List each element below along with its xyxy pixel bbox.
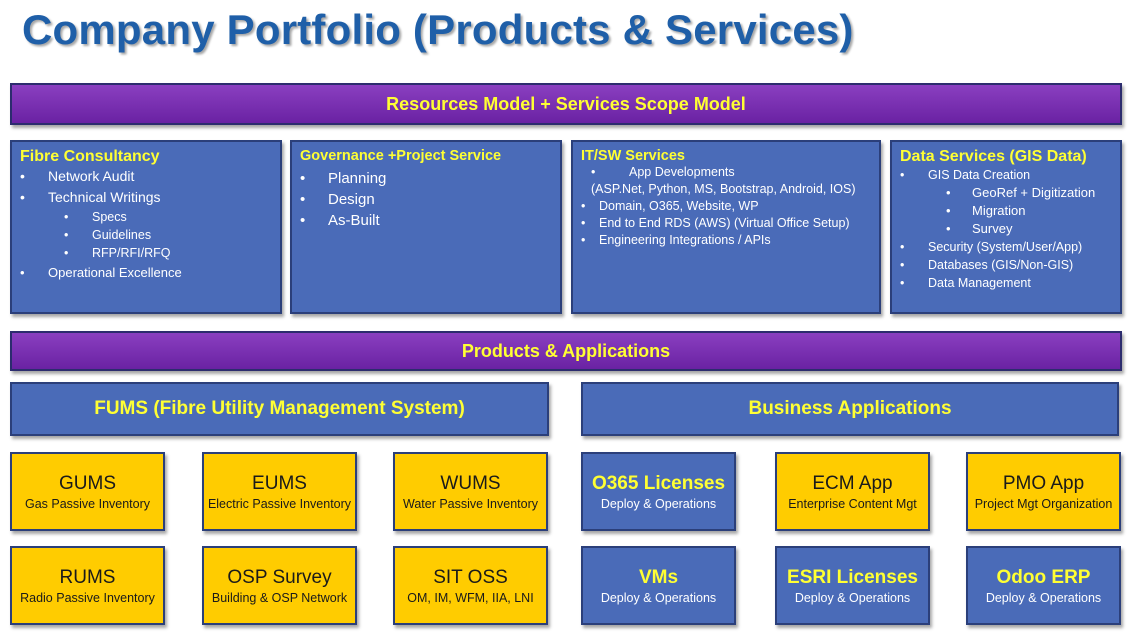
list-item: GeoRef + Digitization [900,184,1112,202]
tile-subtitle: Deploy & Operations [794,590,911,605]
governance-list: Planning Design As-Built [300,168,552,231]
o365-licenses-tile: O365 Licenses Deploy & Operations [581,452,736,531]
tile-subtitle: Gas Passive Inventory [24,496,151,511]
resources-scope-banner-label: Resources Model + Services Scope Model [386,93,746,114]
list-item: Guidelines [20,226,272,244]
pmo-app-tile: PMO App Project Mgt Organization [966,452,1121,531]
fums-header: FUMS (Fibre Utility Management System) [10,382,549,436]
list-item: Network Audit [20,166,272,187]
list-item: As-Built [300,210,552,231]
list-item: Security (System/User/App) [900,238,1112,256]
tile-subtitle: OM, IM, WFM, IIA, LNI [407,590,534,605]
fums-header-label: FUMS (Fibre Utility Management System) [94,398,465,419]
rums-tile: RUMS Radio Passive Inventory [10,546,165,625]
list-item: Specs [20,208,272,226]
tile-subtitle: Deploy & Operations [600,496,717,511]
tile-name: PMO App [1002,472,1085,494]
products-applications-banner-label: Products & Applications [461,340,671,361]
tile-name: EUMS [252,472,307,494]
tile-subtitle: Electric Passive Inventory [207,496,352,511]
tile-name: OSP Survey [227,566,332,588]
products-applications-banner: Products & Applications [10,331,1122,371]
list-item: Planning [300,168,552,189]
list-item: RFP/RFI/RFQ [20,244,272,262]
list-item: App Developments [581,164,871,181]
itsw-services-list-more: Domain, O365, Website, WP End to End RDS… [581,198,871,249]
list-item: Migration [900,202,1112,220]
tile-subtitle: Building & OSP Network [211,590,348,605]
tile-subtitle: Deploy & Operations [600,590,717,605]
tile-name: ECM App [812,472,893,494]
esri-licenses-tile: ESRI Licenses Deploy & Operations [775,546,930,625]
itsw-services-box: IT/SW Services App Developments (ASP.Net… [571,140,881,314]
tile-subtitle: Project Mgt Organization [974,496,1113,511]
list-item: Technical Writings [20,187,272,208]
wums-tile: WUMS Water Passive Inventory [393,452,548,531]
tile-name: VMs [638,566,679,588]
odoo-erp-tile: Odoo ERP Deploy & Operations [966,546,1121,625]
page-title: Company Portfolio (Products & Services) [22,6,854,53]
tile-subtitle: Radio Passive Inventory [20,590,155,605]
business-applications-header-label: Business Applications [748,398,952,419]
sit-oss-tile: SIT OSS OM, IM, WFM, IIA, LNI [393,546,548,625]
osp-survey-tile: OSP Survey Building & OSP Network [202,546,357,625]
eums-tile: EUMS Electric Passive Inventory [202,452,357,531]
governance-title: Governance +Project Service [300,148,502,164]
list-item: Engineering Integrations / APIs [581,232,871,249]
app-dev-note: (ASP.Net, Python, MS, Bootstrap, Android… [591,182,856,196]
governance-box: Governance +Project Service Planning Des… [290,140,562,314]
list-item: Design [300,189,552,210]
data-services-list: GIS Data Creation GeoRef + Digitization … [900,166,1112,292]
tile-subtitle: Water Passive Inventory [402,496,538,511]
data-services-title: Data Services (GIS Data) [900,148,1087,165]
tile-name: WUMS [440,472,501,494]
tile-name: GUMS [59,472,116,494]
tile-subtitle: Deploy & Operations [985,590,1102,605]
tile-name: RUMS [59,566,116,588]
list-item: End to End RDS (AWS) (Virtual Office Set… [581,215,871,232]
itsw-services-list: App Developments [581,164,871,181]
resources-scope-banner: Resources Model + Services Scope Model [10,83,1122,125]
gums-tile: GUMS Gas Passive Inventory [10,452,165,531]
list-item: Domain, O365, Website, WP [581,198,871,215]
fibre-consultancy-title: Fibre Consultancy [20,148,160,165]
ecm-app-tile: ECM App Enterprise Content Mgt [775,452,930,531]
itsw-services-title: IT/SW Services [581,148,685,164]
tile-name: O365 Licenses [591,472,726,494]
list-item: Survey [900,220,1112,238]
tile-name: Odoo ERP [996,566,1091,588]
fibre-consultancy-list: Network Audit Technical Writings Specs G… [20,166,272,283]
tile-subtitle: Enterprise Content Mgt [788,496,917,511]
list-item: Data Management [900,274,1112,292]
vms-tile: VMs Deploy & Operations [581,546,736,625]
tile-name: SIT OSS [433,566,508,588]
tile-name: ESRI Licenses [787,566,918,588]
list-item: GIS Data Creation [900,166,1112,184]
fibre-consultancy-box: Fibre Consultancy Network Audit Technica… [10,140,282,314]
list-item: Databases (GIS/Non-GIS) [900,256,1112,274]
list-item: Operational Excellence [20,262,272,283]
data-services-box: Data Services (GIS Data) GIS Data Creati… [890,140,1122,314]
business-applications-header: Business Applications [581,382,1119,436]
